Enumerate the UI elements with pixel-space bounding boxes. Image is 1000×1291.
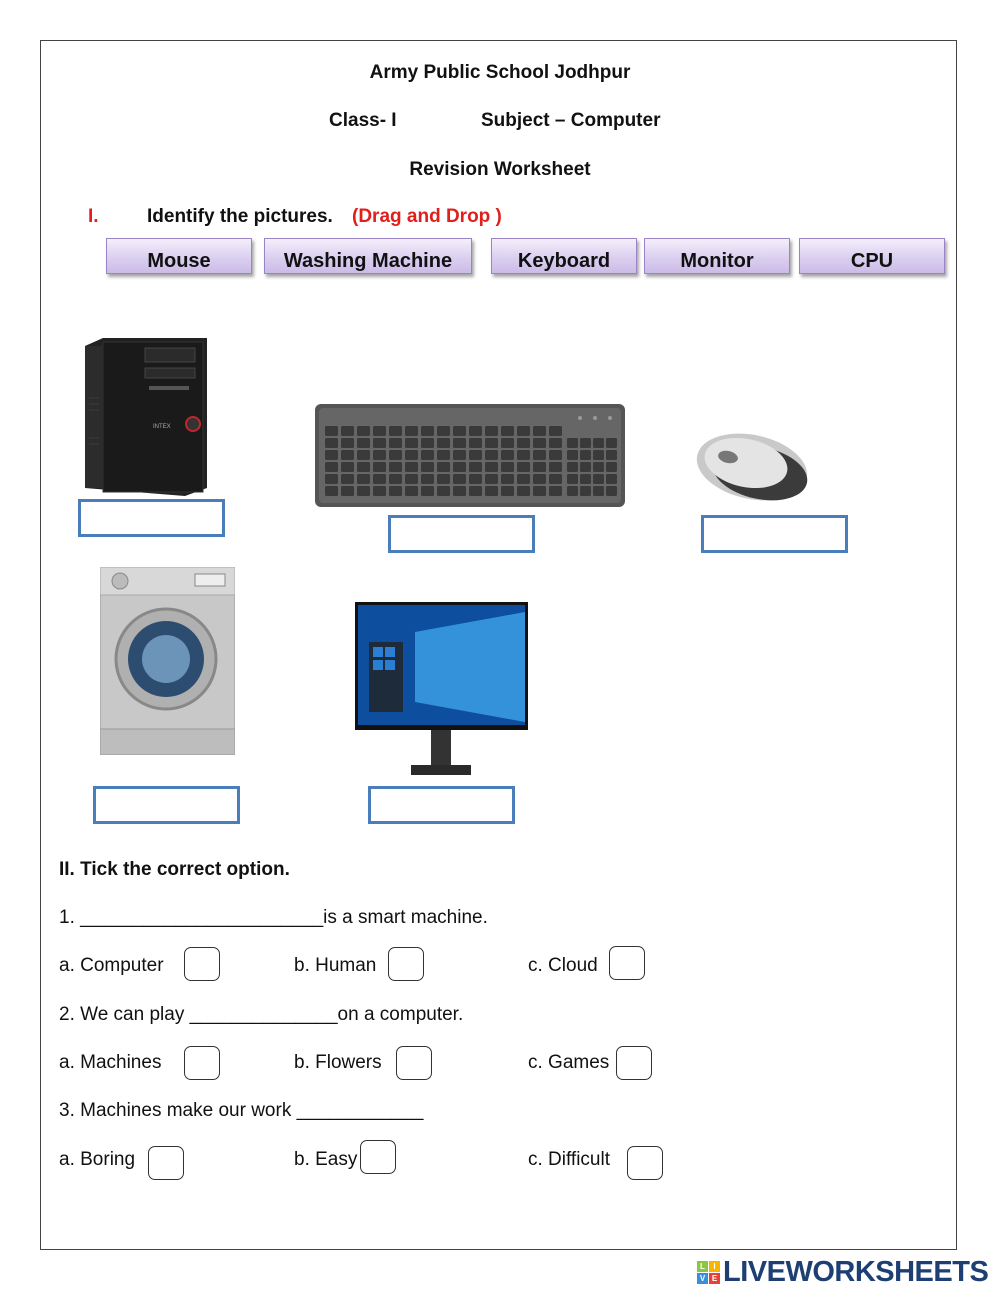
option-1c-checkbox[interactable] <box>609 946 645 980</box>
svg-text:INTEX: INTEX <box>153 424 171 430</box>
logo-tiles-icon: L I V E <box>697 1261 720 1284</box>
option-3b-checkbox[interactable] <box>360 1140 396 1174</box>
option-2c-checkbox[interactable] <box>616 1046 652 1080</box>
class-label: Class- I <box>329 110 397 131</box>
subject-label: Subject – Computer <box>481 110 661 131</box>
option-2b-checkbox[interactable] <box>396 1046 432 1080</box>
worksheet-border <box>40 40 957 1250</box>
option-1b-checkbox[interactable] <box>388 947 424 981</box>
option-3c-checkbox[interactable] <box>627 1146 663 1180</box>
option-2c-label: c. Games <box>528 1052 610 1073</box>
logo-text: LIVEWORKSHEETS <box>723 1256 989 1288</box>
option-2b-label: b. Flowers <box>294 1052 382 1073</box>
section1-number: I. <box>88 206 99 227</box>
school-name: Army Public School Jodhpur <box>369 62 631 83</box>
option-3c-label: c. Difficult <box>528 1149 611 1170</box>
question-2: 2. We can play ______________on a comput… <box>59 1004 464 1025</box>
drag-chip-mouse[interactable]: Mouse <box>106 238 252 274</box>
mouse-image <box>696 433 808 501</box>
drop-box-keyboard[interactable] <box>388 515 535 553</box>
washing-machine-image <box>100 567 235 755</box>
monitor-image <box>355 602 528 775</box>
option-1a-label: a. Computer <box>59 955 164 976</box>
drag-chip-washing-machine[interactable]: Washing Machine <box>264 238 472 274</box>
drop-box-washing-machine[interactable] <box>93 786 240 824</box>
option-1a-checkbox[interactable] <box>184 947 220 981</box>
option-3a-checkbox[interactable] <box>148 1146 184 1180</box>
option-2a-label: a. Machines <box>59 1052 162 1073</box>
option-2a-checkbox[interactable] <box>184 1046 220 1080</box>
keyboard-image <box>315 404 625 507</box>
drop-box-mouse[interactable] <box>701 515 848 553</box>
section1-instruction: Identify the pictures. <box>147 206 333 227</box>
section2-heading: II. Tick the correct option. <box>59 859 290 880</box>
cpu-image: INTEX <box>85 338 207 496</box>
question-1: 1. _______________________is a smart mac… <box>59 907 488 928</box>
question-3: 3. Machines make our work ____________ <box>59 1100 424 1121</box>
drop-box-cpu[interactable] <box>78 499 225 537</box>
drag-chip-monitor[interactable]: Monitor <box>644 238 790 274</box>
drag-chip-keyboard[interactable]: Keyboard <box>491 238 637 274</box>
option-3b-label: b. Easy <box>294 1149 358 1170</box>
section1-hint: (Drag and Drop ) <box>352 206 502 227</box>
worksheet-title: Revision Worksheet <box>409 159 591 180</box>
option-3a-label: a. Boring <box>59 1149 136 1170</box>
option-1c-label: c. Cloud <box>528 955 598 976</box>
drag-chip-cpu[interactable]: CPU <box>799 238 945 274</box>
option-1b-label: b. Human <box>294 955 377 976</box>
liveworksheets-logo: L I V E LIVEWORKSHEETS <box>697 1256 989 1289</box>
drop-box-monitor[interactable] <box>368 786 515 824</box>
